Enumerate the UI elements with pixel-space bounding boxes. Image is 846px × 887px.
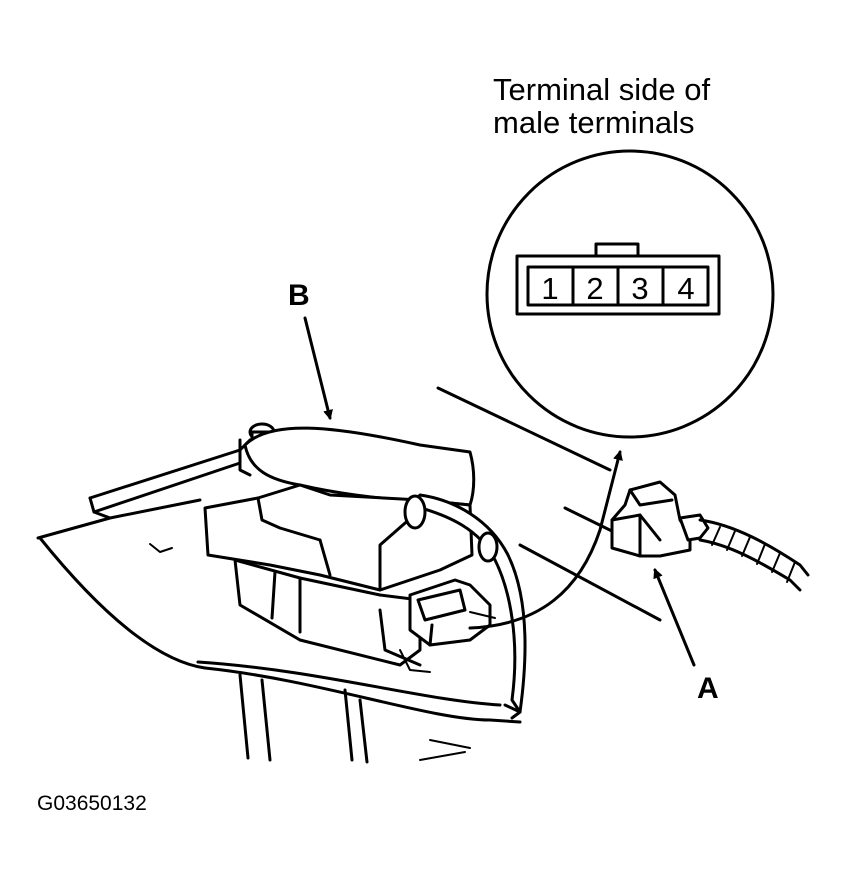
pin-4-label: 4 — [677, 271, 694, 306]
harness-connector-a — [610, 480, 810, 592]
figure-code: G03650132 — [37, 792, 147, 815]
leader-arrow-a — [653, 568, 696, 667]
connection-arrow — [468, 450, 623, 630]
vacuum-hose — [403, 493, 527, 720]
pin-1-label: 1 — [541, 271, 558, 306]
chassis-body — [36, 386, 662, 764]
label-a: A — [697, 672, 719, 705]
sensor-connector — [408, 578, 496, 647]
callout-title-line2: male terminals — [493, 105, 695, 140]
callout-title-line1: Terminal side of — [493, 72, 710, 107]
leader-arrow-b — [303, 316, 333, 420]
connector-magnifier: 1 2 3 4 — [485, 149, 775, 439]
pin-2-label: 2 — [586, 271, 603, 306]
pin-3-label: 3 — [631, 271, 648, 306]
label-b: B — [288, 279, 310, 312]
